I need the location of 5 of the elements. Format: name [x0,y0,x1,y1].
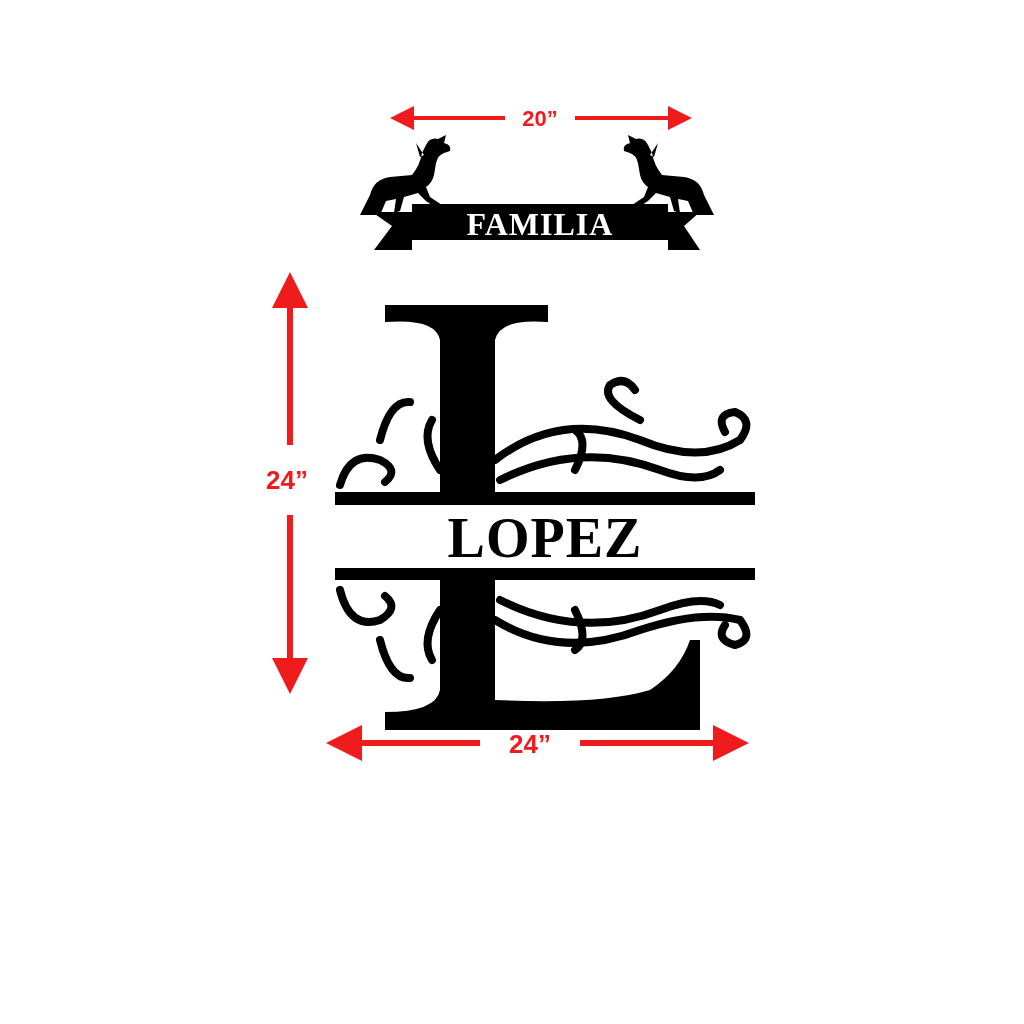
banner-text: FAMILIA [466,208,614,240]
dimension-label: 20” [522,108,558,130]
dimension-label: 24” [509,731,551,757]
name-text: LOPEZ [447,510,643,566]
dimension-label: 24” [266,467,308,493]
